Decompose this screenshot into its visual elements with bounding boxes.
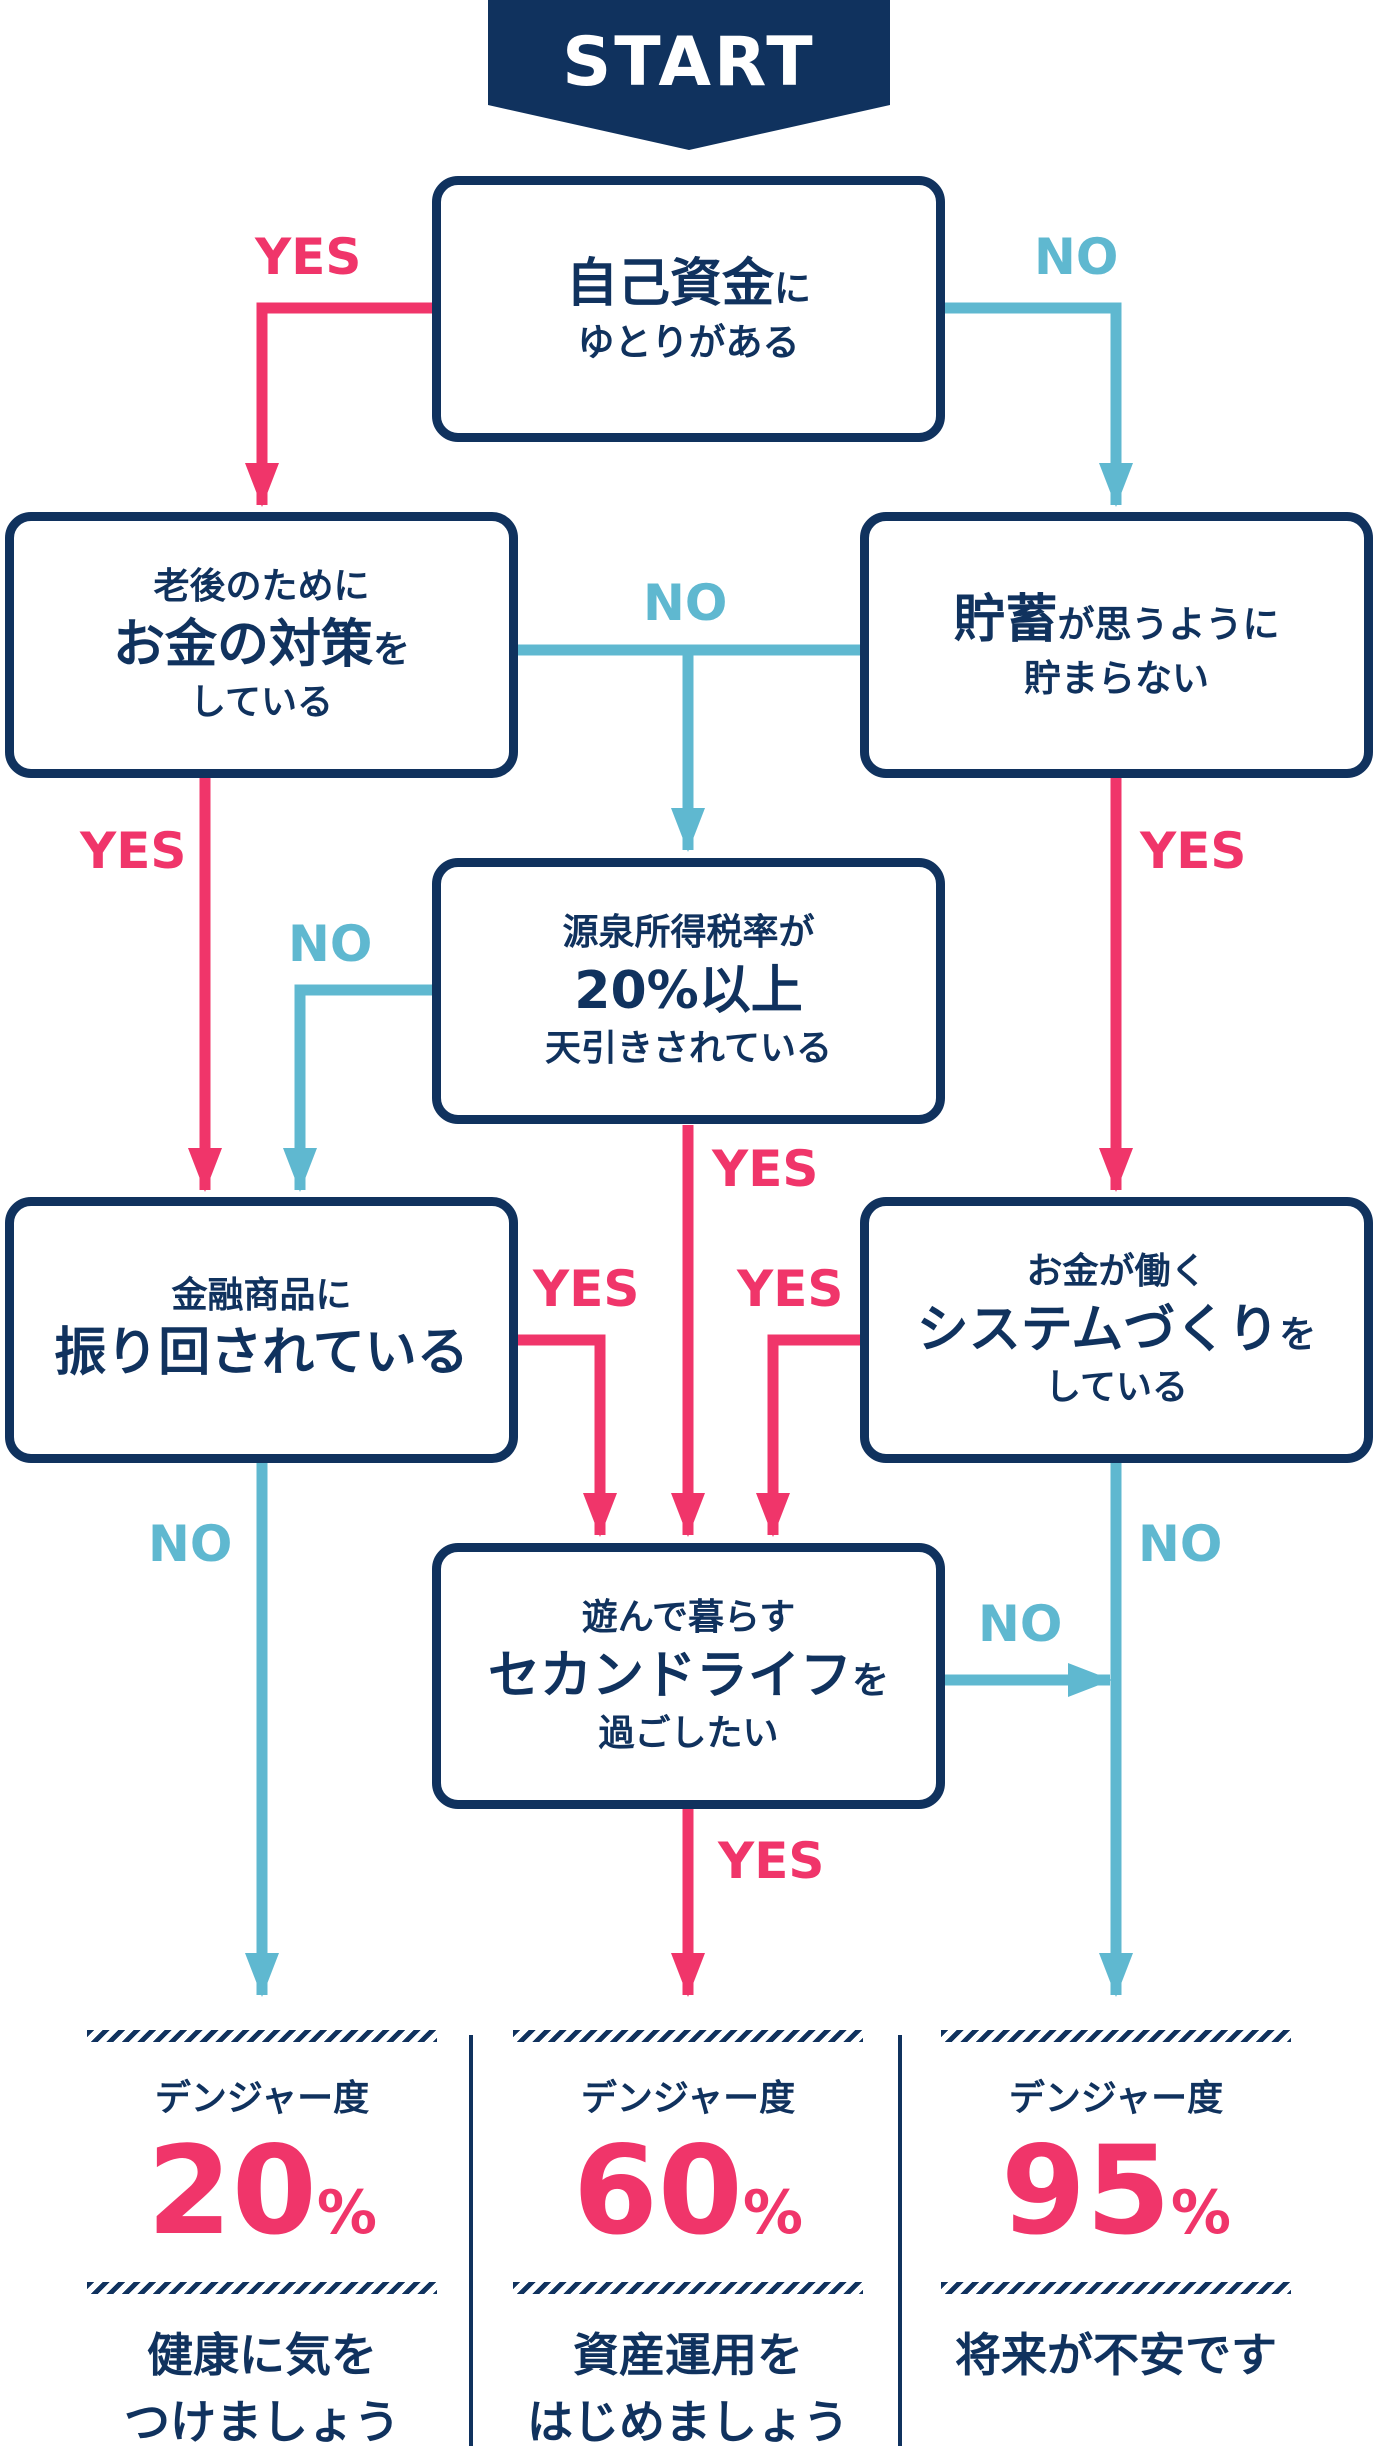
danger-value: 95% (1001, 2127, 1231, 2255)
advice-text: 健康に気を つけましょう (87, 2322, 437, 2446)
result-60: デンジャー度 60% 資産運用を はじめましょう (513, 2030, 863, 2446)
start-label: START (562, 22, 816, 102)
edge-q5-yes (518, 1334, 617, 1537)
question-withholding-tax: 源泉所得税率が 20%以上 天引きされている (432, 858, 945, 1124)
question-money-system: お金が働く システムづくりを している (860, 1197, 1373, 1463)
advice-line2: つけましょう (124, 2394, 400, 2446)
danger-number: 20 (147, 2119, 317, 2262)
edge-label-no-q6: NO (1138, 1515, 1223, 1573)
result-divider-right (898, 2035, 902, 2446)
edge-q1-no (945, 302, 1133, 507)
q6-line2-big: システムづくり (916, 1299, 1280, 1360)
result-divider-left (469, 2035, 473, 2446)
danger-label: デンジャー度 (1008, 2077, 1224, 2119)
q2-line2-small: を (373, 627, 410, 671)
q3-line2: 貯まらない (1024, 656, 1209, 700)
hatch-top (513, 2030, 863, 2042)
q5-line1: 金融商品に (171, 1274, 352, 1316)
hatch-bottom (87, 2282, 437, 2294)
advice-line1: 健康に気を (147, 2328, 377, 2382)
question-self-funds: 自己資金に ゆとりがある (432, 176, 945, 442)
result-card: デンジャー度 95% (941, 2042, 1291, 2282)
start-banner (488, 0, 890, 150)
q6-line3: している (1045, 1367, 1188, 1409)
edge-label-yes-q7: YES (718, 1832, 825, 1890)
edge-label-yes-q3: YES (1140, 822, 1247, 880)
q1-line1-small: に (774, 267, 811, 311)
q6-line2-small: を (1279, 1312, 1317, 1356)
q2-line3: している (190, 682, 333, 724)
edge-q4-no (283, 984, 432, 1192)
advice-line1: 資産運用を (573, 2328, 803, 2382)
question-retirement-plan: 老後のために お金の対策を している (5, 512, 518, 778)
edge-q1-yes (245, 302, 432, 507)
edge-label-yes-q2: YES (80, 822, 187, 880)
danger-unit: % (1170, 2177, 1231, 2248)
danger-value: 60% (573, 2127, 803, 2255)
q2-line2-big: お金の対策 (112, 614, 373, 675)
edge-label-yes-q4: YES (712, 1140, 819, 1198)
danger-value: 20% (147, 2127, 377, 2255)
hatch-bottom (513, 2282, 863, 2294)
q3-line1-small: が思うように (1057, 603, 1280, 647)
q1-line1-big: 自己資金 (565, 254, 774, 315)
q3-line1-big: 貯蓄 (953, 590, 1058, 651)
advice-text: 将来が不安です (941, 2322, 1291, 2389)
danger-unit: % (742, 2177, 803, 2248)
q5-line2: 振り回されている (54, 1323, 469, 1384)
edge-label-no-q7: NO (978, 1595, 1063, 1653)
q2-line1: 老後のために (153, 566, 370, 608)
question-financial-products: 金融商品に 振り回されている (5, 1197, 518, 1463)
danger-unit: % (316, 2177, 377, 2248)
edge-q6-yes (756, 1334, 860, 1537)
edge-label-no-q5: NO (148, 1515, 233, 1573)
hatch-top (941, 2030, 1291, 2042)
q7-line3: 過ごしたい (598, 1713, 779, 1755)
result-95: デンジャー度 95% 将来が不安です (941, 2030, 1291, 2389)
result-20: デンジャー度 20% 健康に気を つけましょう (87, 2030, 437, 2446)
q6-line1: お金が働く (1026, 1251, 1207, 1293)
danger-number: 95 (1001, 2119, 1171, 2262)
advice-line2: はじめましょう (527, 2394, 849, 2446)
q4-line2: 20%以上 (574, 960, 803, 1021)
hatch-bottom (941, 2282, 1291, 2294)
hatch-top (87, 2030, 437, 2042)
q7-line1: 遊んで暮らす (581, 1597, 796, 1639)
advice-text: 資産運用を はじめましょう (513, 2322, 863, 2446)
edge-label-no-q1: NO (1034, 228, 1119, 286)
result-card: デンジャー度 20% (87, 2042, 437, 2282)
q4-line3: 天引きされている (545, 1028, 832, 1070)
edge-label-no-q4: NO (288, 915, 373, 973)
question-second-life: 遊んで暮らす セカンドライフを 過ごしたい (432, 1543, 945, 1809)
danger-label: デンジャー度 (154, 2077, 370, 2119)
result-card: デンジャー度 60% (513, 2042, 863, 2282)
edge-label-no-q2-q3: NO (643, 574, 728, 632)
danger-number: 60 (573, 2119, 743, 2262)
q1-line2: ゆとりがある (577, 320, 800, 364)
advice-line1: 将来が不安です (955, 2328, 1277, 2382)
q7-line2-big: セカンドライフ (487, 1645, 852, 1706)
edge-label-yes-q5: YES (533, 1260, 640, 1318)
edge-label-yes-q6: YES (737, 1260, 844, 1318)
q7-line2-small: を (852, 1658, 889, 1702)
danger-label: デンジャー度 (580, 2077, 796, 2119)
edge-label-yes-q1: YES (255, 228, 362, 286)
q4-line1: 源泉所得税率が (562, 912, 815, 954)
question-savings: 貯蓄が思うように 貯まらない (860, 512, 1373, 778)
